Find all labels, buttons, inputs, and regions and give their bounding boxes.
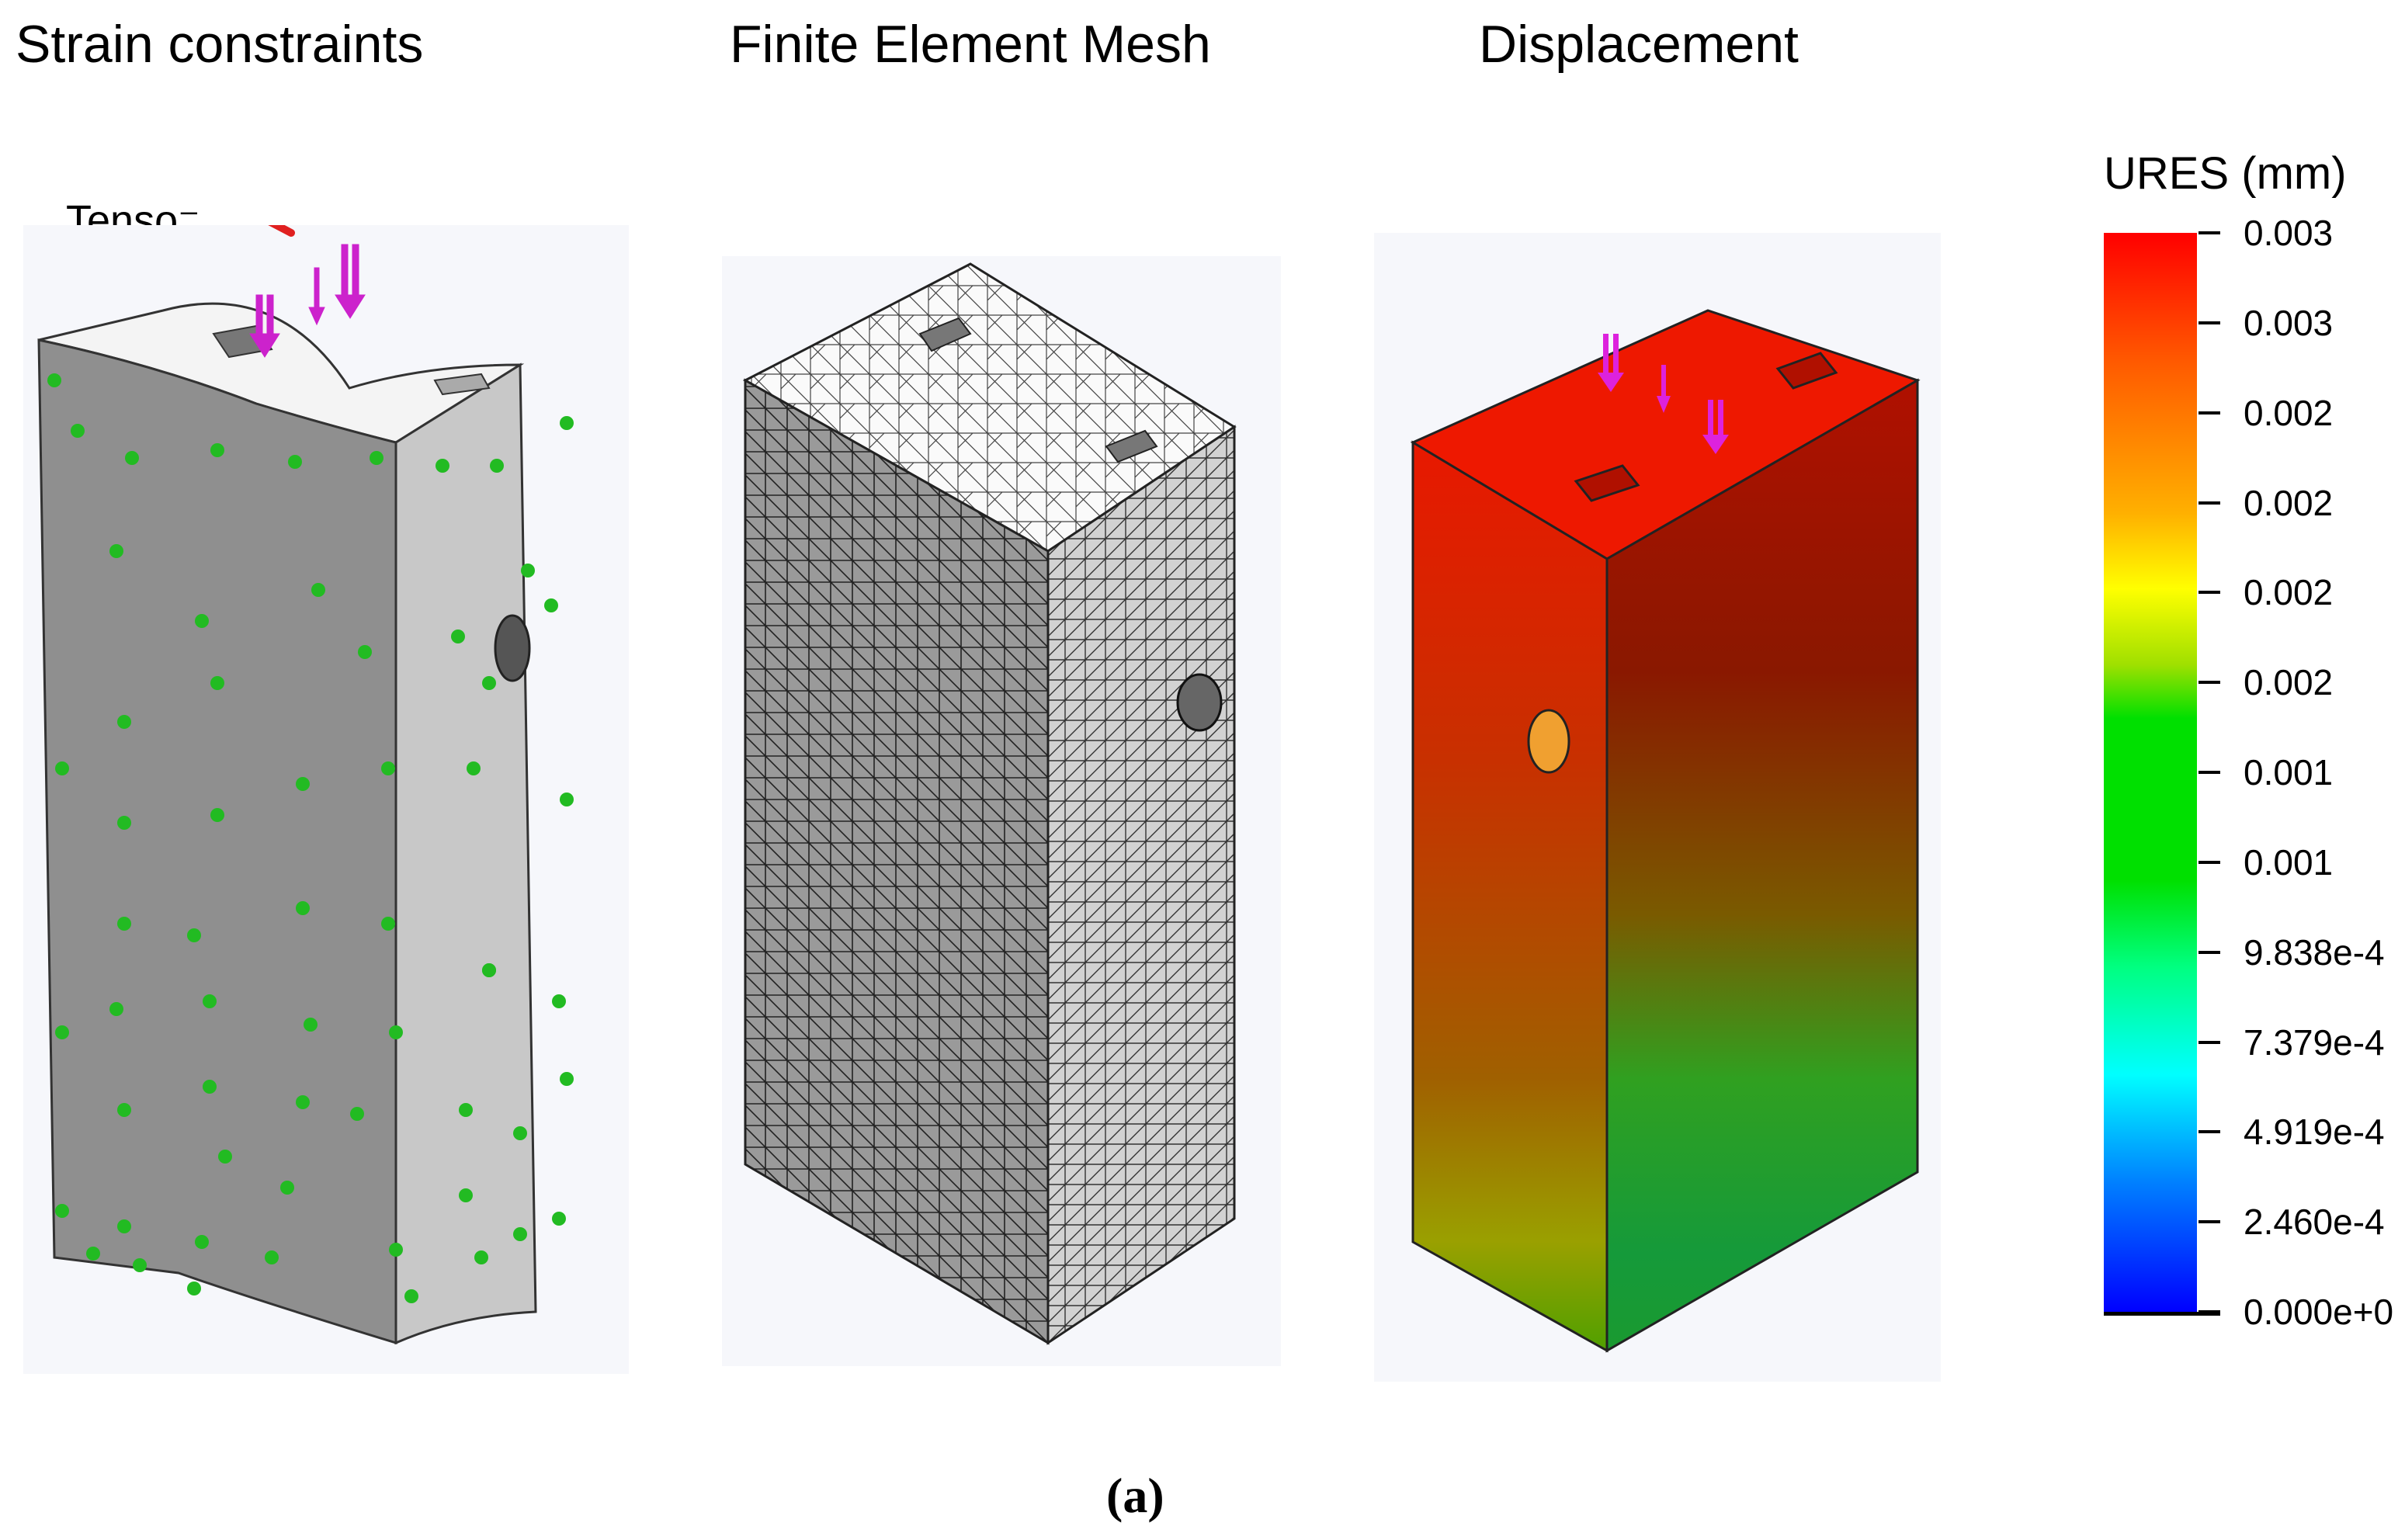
legend-tick-label: 0.002 [2244,392,2334,433]
displacement-right-face [1605,378,1919,1353]
strain-constraints-model [23,190,629,1374]
legend-tick-label: 0.002 [2244,572,2334,613]
displacement-title: Displacement [1479,15,1799,74]
front-face [37,338,397,1345]
legend-tick-mark [2199,681,2220,685]
load-arrows [249,244,366,358]
legend-tick-mark [2199,860,2220,864]
legend-tick-mark [2199,1040,2220,1044]
displacement-panel [1374,233,1941,1382]
legend-tick-label: 0.003 [2244,213,2334,253]
legend-tick-mark [2199,501,2220,505]
legend-tick-label: 4.919e-4 [2244,1112,2385,1153]
legend-tick-label: 0.001 [2244,752,2334,793]
finite-element-mesh-title: Finite Element Mesh [730,15,1211,74]
legend-tick-label: 0.000e+0 [2244,1292,2394,1332]
legend-tick-mark [2199,950,2220,954]
legend-tick-mark [2199,1130,2220,1134]
legend-tick-mark [2199,1220,2220,1224]
top-slot-right [433,373,491,396]
legend-tick-label: 7.379e-4 [2244,1021,2385,1063]
legend-title: URES (mm) [2104,148,2347,199]
figure-caption: (a) [1106,1468,1164,1523]
finite-element-mesh-model [722,256,1281,1366]
legend-tick-mark [2199,231,2220,234]
finite-element-mesh-panel [722,256,1281,1366]
legend-tick-label: 0.002 [2244,662,2334,703]
mesh-slot-right [1105,429,1158,463]
displacement-load-arrows [1598,334,1729,454]
legend-tick-label: 9.838e-4 [2244,931,2385,973]
color-bar-baseline [2104,1312,2220,1316]
displacement-front-face [1411,440,1609,1353]
legend-tick-label: 0.002 [2244,482,2334,523]
displacement-slot-right [1775,352,1838,390]
mesh-slot-left [918,317,972,352]
displacement-model [1374,233,1941,1382]
legend-tick-mark [2199,321,2220,324]
displacement-slot-left [1574,464,1640,502]
color-bar [2104,233,2197,1312]
strain-constraints-title: Strain constraints [16,15,424,74]
side-hole [494,614,531,682]
mesh-right-face [1046,425,1236,1345]
right-face [394,362,537,1345]
legend-tick-label: 0.001 [2244,841,2334,883]
ures-legend: URES (mm) 0.003 0.003 0.002 0.002 0.002 0.002… [2065,147,2399,1332]
fixture-arrows [47,373,574,1303]
legend-tick-label: 2.460e-4 [2244,1202,2385,1243]
displacement-side-hole [1527,709,1570,774]
legend-tick-mark [2199,771,2220,774]
strain-constraints-panel [23,190,629,1374]
mesh-side-hole [1176,673,1223,732]
legend-tick-mark [2199,591,2220,595]
legend-tick-mark [2199,411,2220,414]
legend-tick-label: 0.003 [2244,302,2334,343]
